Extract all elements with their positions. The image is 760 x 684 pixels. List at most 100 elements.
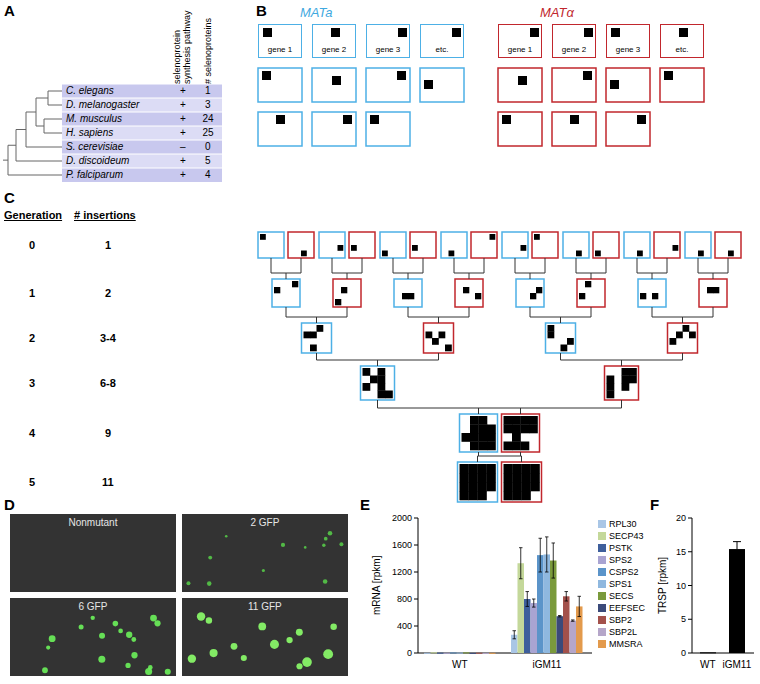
error-bar <box>539 572 543 573</box>
generation-number: 3 <box>29 377 35 390</box>
cross-line <box>478 456 522 457</box>
image-label: Nonmutant <box>69 517 118 529</box>
insertion-mark <box>531 464 540 473</box>
mutant-box <box>366 68 410 102</box>
cross-line <box>377 360 378 366</box>
cross-line <box>408 317 469 318</box>
gfp-cell <box>304 546 307 549</box>
species-name: H. sapiens <box>66 127 113 139</box>
strain-box <box>333 279 361 307</box>
legend-text: SBP2L <box>609 627 637 637</box>
tree-branch <box>26 147 62 148</box>
legend-swatch <box>598 592 606 600</box>
error-bar <box>558 615 562 616</box>
cross-line <box>271 258 272 273</box>
strain-box <box>654 232 680 258</box>
bar <box>463 652 470 653</box>
insertion-mark <box>607 391 615 399</box>
strain-box <box>460 414 498 452</box>
table-row <box>62 154 222 168</box>
error-bar <box>546 537 547 572</box>
count-cell: 4 <box>205 169 211 181</box>
strain-box <box>288 232 314 258</box>
insertion-mark <box>512 433 521 442</box>
panel-letter: F <box>650 496 659 513</box>
cross-line <box>530 317 591 318</box>
tick-label: 20 <box>676 513 686 523</box>
insertion-mark <box>479 425 488 434</box>
tick-label: 2000 <box>392 513 412 523</box>
gfp-cell <box>49 635 56 642</box>
gfp-cell <box>206 617 212 623</box>
gene-label: gene 2 <box>562 46 586 55</box>
insertion-mark <box>521 442 530 451</box>
insertion-mark <box>548 332 555 339</box>
error-bar <box>733 541 741 542</box>
cross-line <box>728 258 729 273</box>
bar <box>729 549 745 653</box>
gene-box: etc. <box>420 24 464 58</box>
cross-line <box>332 258 333 273</box>
tree-branch <box>16 161 62 162</box>
category-label: iGM11 <box>533 659 562 671</box>
error-bar <box>526 591 530 592</box>
cross-line <box>698 273 728 274</box>
gfp-cell <box>339 542 343 546</box>
insertion-mark <box>408 293 414 299</box>
table-row <box>62 168 222 182</box>
micrograph <box>10 598 176 676</box>
insertion-mark <box>469 473 478 482</box>
mutant-box <box>258 68 302 102</box>
insertion-mark <box>536 287 542 293</box>
tree-branch <box>26 112 36 113</box>
gene-box: gene 2 <box>552 24 596 58</box>
cross-line <box>576 258 577 273</box>
legend-text: SPS2 <box>609 555 632 565</box>
axis-tick <box>414 626 418 627</box>
error-bar <box>553 543 554 578</box>
bar <box>531 603 538 653</box>
cross-line <box>454 258 455 273</box>
strain-box <box>424 323 454 353</box>
strain-box <box>605 366 639 400</box>
insertion-mark <box>479 442 488 451</box>
insertion-mark <box>504 464 513 473</box>
cross-line <box>591 307 592 317</box>
insertion-mark <box>487 473 496 482</box>
insertion-mark <box>479 416 488 425</box>
tick-label: 0 <box>407 648 412 658</box>
cross-line <box>621 400 622 408</box>
gfp-cell <box>126 632 132 638</box>
insertion-mark <box>637 251 643 257</box>
bar <box>476 653 483 654</box>
strain-box <box>715 232 741 258</box>
insertion-mark <box>689 332 696 339</box>
error-bar <box>539 538 543 539</box>
gfp-cell <box>324 537 328 541</box>
insertion-mark <box>274 287 280 293</box>
insertion-count: 11 <box>102 476 114 489</box>
gfp-cell <box>197 612 205 620</box>
gfp-cell <box>91 616 95 620</box>
insertion-mark <box>382 251 388 257</box>
strain-box <box>516 279 544 307</box>
axis-tick <box>688 619 692 620</box>
gfp-cell <box>225 535 228 538</box>
insertion-mark <box>521 245 527 251</box>
insertion-mark <box>370 376 378 384</box>
insertion-mark <box>478 464 487 473</box>
mutant-box <box>312 68 356 102</box>
insertion-mark <box>607 383 615 391</box>
count-cell: 5 <box>205 155 211 167</box>
insertion-mark <box>521 416 530 425</box>
insertion-mark <box>531 473 540 482</box>
column-header: Generation <box>4 209 62 222</box>
gene-label: gene 1 <box>268 46 292 55</box>
gfp-cell <box>79 625 84 630</box>
insertion-mark <box>470 425 479 434</box>
gene-label: gene 2 <box>322 46 346 55</box>
bar <box>524 599 531 653</box>
count-cell: 24 <box>203 113 214 125</box>
gfp-cell <box>323 579 328 584</box>
strain-box <box>349 232 375 258</box>
